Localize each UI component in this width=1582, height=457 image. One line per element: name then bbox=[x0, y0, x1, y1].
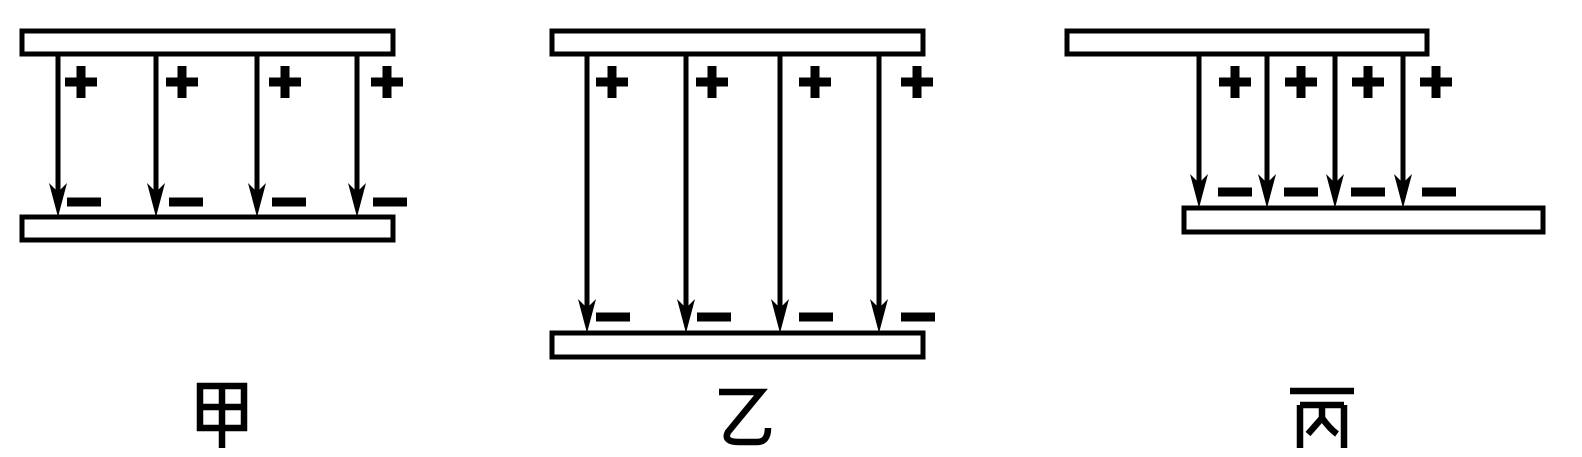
minus-charge-symbol bbox=[169, 197, 203, 207]
field-line-arrow bbox=[147, 54, 165, 217]
top-plate bbox=[1064, 28, 1430, 57]
top-plate bbox=[549, 28, 926, 57]
field-line-arrow bbox=[248, 54, 266, 217]
panel-label-jia bbox=[196, 382, 248, 448]
label-stroke bbox=[719, 388, 772, 446]
minus-charge-symbol bbox=[901, 312, 935, 322]
minus-charge-symbol bbox=[272, 197, 306, 207]
plus-vbar bbox=[1431, 66, 1441, 98]
arrowhead-icon bbox=[870, 299, 888, 333]
field-line-arrow bbox=[1190, 54, 1208, 208]
bottom-plate bbox=[19, 214, 396, 243]
plus-charge-symbol bbox=[65, 66, 97, 98]
field-line-arrow bbox=[49, 54, 67, 217]
capacitor-panel-yi bbox=[549, 28, 935, 446]
arrowhead-icon bbox=[1326, 174, 1344, 208]
plus-charge-symbol bbox=[1420, 66, 1452, 98]
field-line-arrow bbox=[870, 54, 888, 333]
plus-charge-symbol bbox=[799, 66, 831, 98]
minus-charge-symbol bbox=[1284, 187, 1318, 197]
minus-charge-symbol bbox=[697, 312, 731, 322]
field-line-arrow bbox=[1394, 54, 1412, 208]
capacitor-panel-bing bbox=[1064, 28, 1546, 448]
plus-charge-symbol bbox=[901, 66, 933, 98]
plus-vbar bbox=[912, 66, 922, 98]
minus-charge-symbol bbox=[1422, 187, 1456, 197]
plus-vbar bbox=[382, 66, 392, 98]
field-line-arrow bbox=[348, 54, 366, 217]
arrowhead-icon bbox=[1190, 174, 1208, 208]
label-stroke bbox=[1305, 415, 1325, 437]
plus-charge-symbol bbox=[1352, 66, 1384, 98]
plus-charge-symbol bbox=[696, 66, 728, 98]
arrowhead-icon bbox=[248, 183, 266, 217]
plus-vbar bbox=[607, 66, 617, 98]
plus-vbar bbox=[1230, 66, 1240, 98]
bottom-plate bbox=[1181, 205, 1546, 235]
field-line-arrow bbox=[677, 54, 695, 333]
plus-vbar bbox=[1296, 66, 1306, 98]
arrowhead-icon bbox=[771, 299, 789, 333]
minus-charge-symbol bbox=[67, 197, 101, 207]
field-line-arrow bbox=[578, 54, 596, 333]
plus-charge-symbol bbox=[166, 66, 198, 98]
label-stroke bbox=[1319, 416, 1339, 437]
plus-vbar bbox=[76, 66, 86, 98]
top-plate bbox=[19, 28, 396, 57]
field-line-arrow bbox=[1258, 54, 1276, 208]
plus-charge-symbol bbox=[371, 66, 403, 98]
arrowhead-icon bbox=[348, 183, 366, 217]
arrowhead-icon bbox=[578, 299, 596, 333]
minus-charge-symbol bbox=[596, 312, 630, 322]
minus-charge-symbol bbox=[373, 197, 407, 207]
arrowhead-icon bbox=[1258, 174, 1276, 208]
arrowhead-icon bbox=[147, 183, 165, 217]
plus-charge-symbol bbox=[269, 66, 301, 98]
field-line-arrow bbox=[1326, 54, 1344, 208]
minus-charge-symbol bbox=[1218, 187, 1252, 197]
panel-label-yi bbox=[719, 388, 772, 446]
plus-vbar bbox=[707, 66, 717, 98]
plus-vbar bbox=[177, 66, 187, 98]
arrowhead-icon bbox=[49, 183, 67, 217]
label-stroke bbox=[196, 382, 248, 432]
bottom-plate bbox=[549, 330, 926, 360]
plus-charge-symbol bbox=[1219, 66, 1251, 98]
plus-vbar bbox=[1363, 66, 1373, 98]
plus-charge-symbol bbox=[596, 66, 628, 98]
field-line-arrow bbox=[771, 54, 789, 333]
panel-label-bing bbox=[1290, 387, 1354, 448]
capacitor-panel-jia bbox=[19, 28, 407, 448]
plus-vbar bbox=[810, 66, 820, 98]
plus-charge-symbol bbox=[1285, 66, 1317, 98]
arrowhead-icon bbox=[677, 299, 695, 333]
minus-charge-symbol bbox=[799, 312, 833, 322]
plus-vbar bbox=[280, 66, 290, 98]
minus-charge-symbol bbox=[1351, 187, 1385, 197]
arrowhead-icon bbox=[1394, 174, 1412, 208]
